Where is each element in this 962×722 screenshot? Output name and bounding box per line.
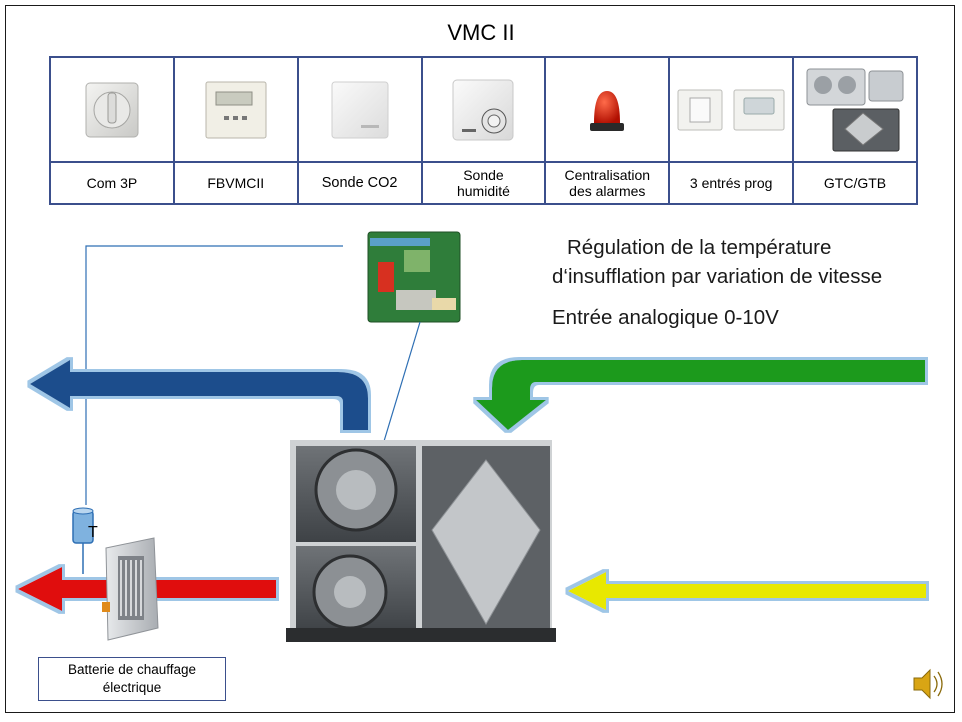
analog-input-text: Entrée analogique 0-10V [552, 306, 779, 329]
rotary-switch-icon [85, 82, 139, 137]
electric-heater-icon [102, 537, 159, 641]
device-label: Centralisation des alarmes [544, 161, 671, 205]
control-board-icon [367, 231, 461, 323]
remote-control-display-icon [205, 81, 267, 138]
humidity-sensor-icon [452, 79, 514, 140]
sensor-letter: T [88, 524, 98, 541]
supply-air-arrow [30, 360, 368, 430]
temperature-sensor-icon: T [72, 507, 98, 574]
return-air-arrow [568, 572, 926, 610]
heater-caption-line2: électrique [102, 680, 162, 695]
device-label: GTC/GTB [792, 161, 918, 205]
speaker-icon[interactable] [913, 668, 943, 700]
alarm-beacon-icon [590, 90, 625, 131]
device-label: Com 3P [49, 161, 175, 205]
device-cell [544, 56, 671, 163]
device-cell [49, 56, 175, 163]
device-label: 3 entrés prog [668, 161, 795, 205]
heater-caption-line1: Batterie de chauffage [67, 662, 197, 677]
device-cell [668, 56, 795, 163]
device-label: Sonde humidité [420, 161, 547, 205]
switch-and-motion-detector-icon [677, 89, 785, 130]
regulation-text-line1: Régulation de la température [567, 236, 832, 259]
devices-table: Com 3P FBVMCII Sonde CO2 Sonde humidité … [49, 56, 918, 205]
air-handling-unit-icon [286, 440, 556, 642]
device-cell [792, 56, 918, 163]
air-handling-units-icon [806, 68, 904, 151]
device-label: FBVMCII [172, 161, 299, 205]
device-label: Sonde CO2 [296, 161, 423, 205]
co2-sensor-icon [331, 81, 389, 138]
regulation-text-line2: d‘insufflation par variation de vitesse [552, 265, 883, 288]
heater-caption: Batterie de chauffage électrique [38, 657, 226, 701]
fresh-air-arrow [476, 360, 925, 430]
page-title: VMC II [447, 20, 515, 45]
device-cell [296, 56, 423, 163]
device-cell [172, 56, 299, 163]
device-cell [420, 56, 547, 163]
